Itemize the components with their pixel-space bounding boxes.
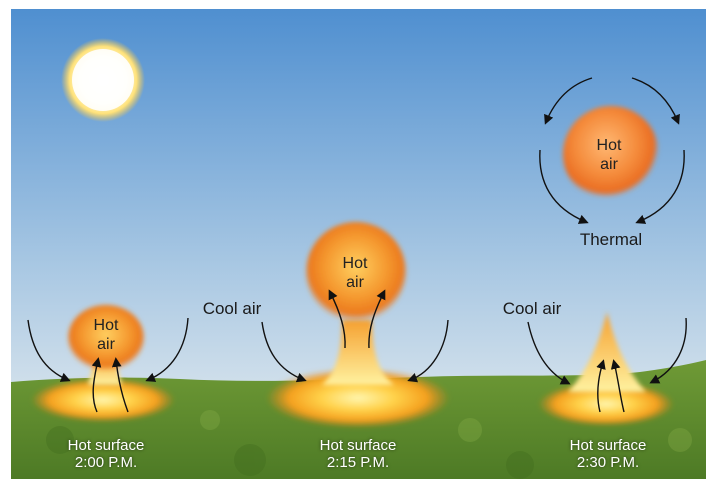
hot-surface-pool (266, 368, 450, 428)
cool-air-label-1: Cool air (202, 299, 262, 318)
surface-label-line1: Hot surface (67, 437, 145, 454)
ground-texture (46, 410, 692, 479)
surface-label-line2: 2:15 P.M. (326, 454, 390, 471)
bubble-label-line2: air (346, 274, 364, 291)
thermal (539, 77, 685, 224)
surface-label-line2: 2:00 P.M. (74, 454, 138, 471)
panel-215pm (261, 222, 450, 428)
bubble-label-line2: air (97, 336, 115, 353)
surface-label-line1: Hot surface (319, 437, 397, 454)
hot-air-bubble (68, 305, 144, 371)
bubble-label-2pm: Hot air (80, 316, 132, 354)
bubble-label-line1: Hot (342, 255, 368, 272)
hot-air-cone (568, 312, 646, 392)
sun-disc (72, 49, 134, 111)
thermal-bubble-label: Hot air (583, 136, 635, 174)
bubble-label-line2: air (600, 156, 618, 173)
hot-surface-pool (538, 382, 674, 426)
bubble-label-line1: Hot (596, 137, 622, 154)
surface-label-230pm: Hot surface 2:30 P.M. (550, 437, 666, 471)
surface-label-line2: 2:30 P.M. (576, 454, 640, 471)
thermal-bubble (563, 106, 659, 202)
bubble-label-215pm: Hot air (329, 254, 381, 292)
thermal-caption: Thermal (579, 230, 643, 249)
panel-230pm (527, 312, 687, 426)
hot-surface-pool (31, 378, 175, 422)
surface-label-line1: Hot surface (569, 437, 647, 454)
surface-label-2pm: Hot surface 2:00 P.M. (48, 437, 164, 471)
hot-air-stem (322, 320, 394, 385)
cool-air-label-2: Cool air (502, 299, 562, 318)
panel-2pm (27, 305, 189, 422)
bubble-label-line1: Hot (93, 317, 119, 334)
surface-label-215pm: Hot surface 2:15 P.M. (300, 437, 416, 471)
